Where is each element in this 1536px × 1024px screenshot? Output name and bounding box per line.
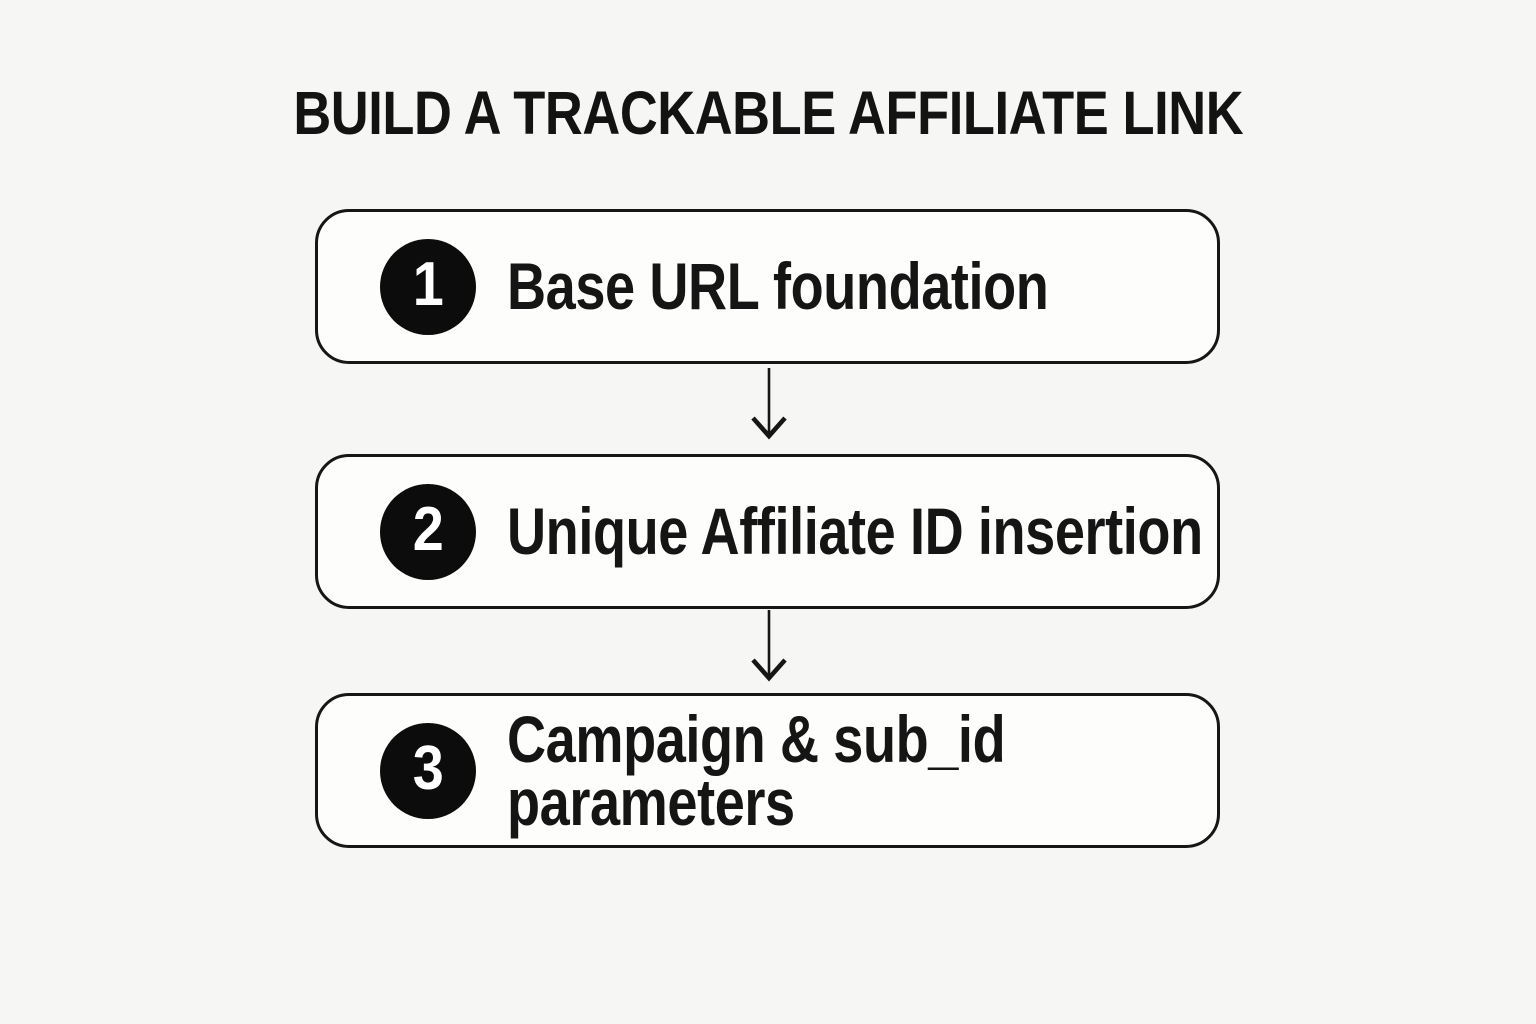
arrow-down-icon [749, 368, 789, 440]
step-number-badge: 2 [380, 483, 476, 580]
step-number-badge: 3 [380, 722, 476, 819]
step-label: Campaign & sub_id parameters [507, 701, 1006, 839]
step-number-badge: 1 [380, 238, 476, 335]
page-title: BUILD A TRACKABLE AFFILIATE LINK [0, 83, 1536, 144]
step-box-base-url: 1 Base URL foundation [315, 209, 1220, 364]
step-label: Base URL foundation [507, 249, 1049, 324]
step-number: 1 [412, 249, 444, 319]
page-title-text: BUILD A TRACKABLE AFFILIATE LINK [293, 79, 1243, 147]
step-label: Unique Affiliate ID insertion [507, 494, 1203, 569]
arrow-down-icon [749, 610, 789, 682]
step-box-campaign-params: 3 Campaign & sub_id parameters [315, 693, 1220, 848]
step-box-affiliate-id: 2 Unique Affiliate ID insertion [315, 454, 1220, 609]
step-number: 2 [412, 494, 444, 564]
step-number: 3 [412, 733, 444, 803]
